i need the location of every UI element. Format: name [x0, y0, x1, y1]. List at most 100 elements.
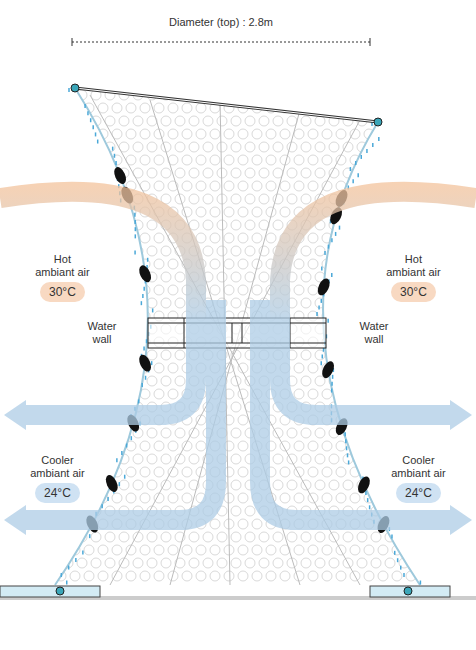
- lattice-ring: [91, 350, 101, 360]
- water-drop: [346, 446, 348, 450]
- water-drop: [321, 266, 323, 270]
- lattice-ring: [126, 571, 136, 581]
- water-drop: [367, 498, 369, 502]
- lattice-ring: [252, 285, 262, 295]
- lattice-ring: [364, 207, 374, 217]
- lattice-ring: [406, 311, 416, 321]
- lattice-ring: [140, 441, 150, 451]
- lattice-ring: [392, 363, 402, 373]
- lattice-ring: [427, 376, 437, 386]
- water-drop: [347, 453, 349, 457]
- lattice-ring: [119, 324, 129, 334]
- lattice-ring: [434, 103, 444, 113]
- lattice-ring: [357, 272, 367, 282]
- lattice-ring: [378, 467, 388, 477]
- lattice-ring: [63, 168, 73, 178]
- lattice-ring: [210, 285, 220, 295]
- water-drop: [420, 581, 422, 585]
- lattice-ring: [154, 363, 164, 373]
- lattice-ring: [399, 376, 409, 386]
- lattice-ring: [175, 376, 185, 386]
- water-drop: [84, 104, 86, 108]
- lattice-ring: [42, 337, 52, 347]
- lattice-ring: [168, 129, 178, 139]
- lattice-ring: [175, 350, 185, 360]
- lattice-ring: [196, 545, 206, 555]
- lattice-ring: [301, 532, 311, 542]
- leaf: [137, 264, 154, 285]
- lattice-ring: [371, 480, 381, 490]
- lattice-ring: [371, 428, 381, 438]
- lattice-ring: [294, 389, 304, 399]
- lattice-ring: [182, 493, 192, 503]
- lattice-ring: [126, 493, 136, 503]
- lattice-ring: [308, 103, 318, 113]
- lattice-ring: [168, 103, 178, 113]
- lattice-ring: [308, 233, 318, 243]
- water-drop: [135, 227, 137, 231]
- lattice-ring: [70, 571, 80, 581]
- lattice-ring: [336, 311, 346, 321]
- water-drop: [397, 558, 399, 562]
- lattice-ring: [168, 363, 178, 373]
- lattice-ring: [189, 454, 199, 464]
- water-drop: [143, 287, 145, 291]
- lattice-ring: [42, 545, 52, 555]
- lattice-ring: [42, 103, 52, 113]
- lattice-ring: [70, 363, 80, 373]
- lattice-ring: [378, 103, 388, 113]
- lattice-ring: [98, 259, 108, 269]
- lattice-ring: [413, 350, 423, 360]
- lattice-ring: [280, 493, 290, 503]
- water-drop: [107, 497, 109, 501]
- lattice-ring: [413, 116, 423, 126]
- lattice-ring: [154, 571, 164, 581]
- lattice-ring: [77, 220, 87, 230]
- lattice-ring: [378, 155, 388, 165]
- lattice-ring: [420, 155, 430, 165]
- lattice-ring: [385, 90, 395, 100]
- lattice-ring: [84, 285, 94, 295]
- lattice-ring: [203, 220, 213, 230]
- lattice-ring: [168, 493, 178, 503]
- water-drop: [352, 179, 354, 183]
- lattice-ring: [196, 207, 206, 217]
- lattice-ring: [168, 441, 178, 451]
- lattice-ring: [413, 558, 423, 568]
- lattice-ring: [140, 181, 150, 191]
- lattice-ring: [105, 558, 115, 568]
- lattice-ring: [427, 220, 437, 230]
- lattice-ring: [119, 480, 129, 490]
- lattice-ring: [77, 116, 87, 126]
- lattice-ring: [154, 233, 164, 243]
- water-drop: [318, 305, 320, 309]
- lattice-ring: [196, 181, 206, 191]
- lattice-ring: [217, 532, 227, 542]
- lattice-ring: [343, 480, 353, 490]
- lattice-ring: [245, 90, 255, 100]
- lattice-ring: [245, 116, 255, 126]
- lattice-ring: [231, 506, 241, 516]
- lattice-ring: [427, 142, 437, 152]
- lattice-ring: [273, 480, 283, 490]
- lattice-ring: [378, 389, 388, 399]
- lattice-ring: [119, 376, 129, 386]
- lattice-ring: [322, 545, 332, 555]
- air-label: Hot ambiant air: [33, 253, 91, 279]
- lattice-ring: [343, 142, 353, 152]
- lattice-ring: [168, 259, 178, 269]
- lattice-ring: [252, 233, 262, 243]
- lattice-ring: [105, 246, 115, 256]
- lattice-ring: [161, 246, 171, 256]
- lattice-ring: [385, 480, 395, 490]
- water-drop: [331, 382, 333, 386]
- lattice-ring: [371, 220, 381, 230]
- lattice-ring: [203, 194, 213, 204]
- lattice-ring: [119, 350, 129, 360]
- lattice-ring: [35, 220, 45, 230]
- lattice-ring: [154, 103, 164, 113]
- lattice-ring: [154, 285, 164, 295]
- lattice-ring: [301, 454, 311, 464]
- lattice-ring: [294, 441, 304, 451]
- lattice-ring: [350, 363, 360, 373]
